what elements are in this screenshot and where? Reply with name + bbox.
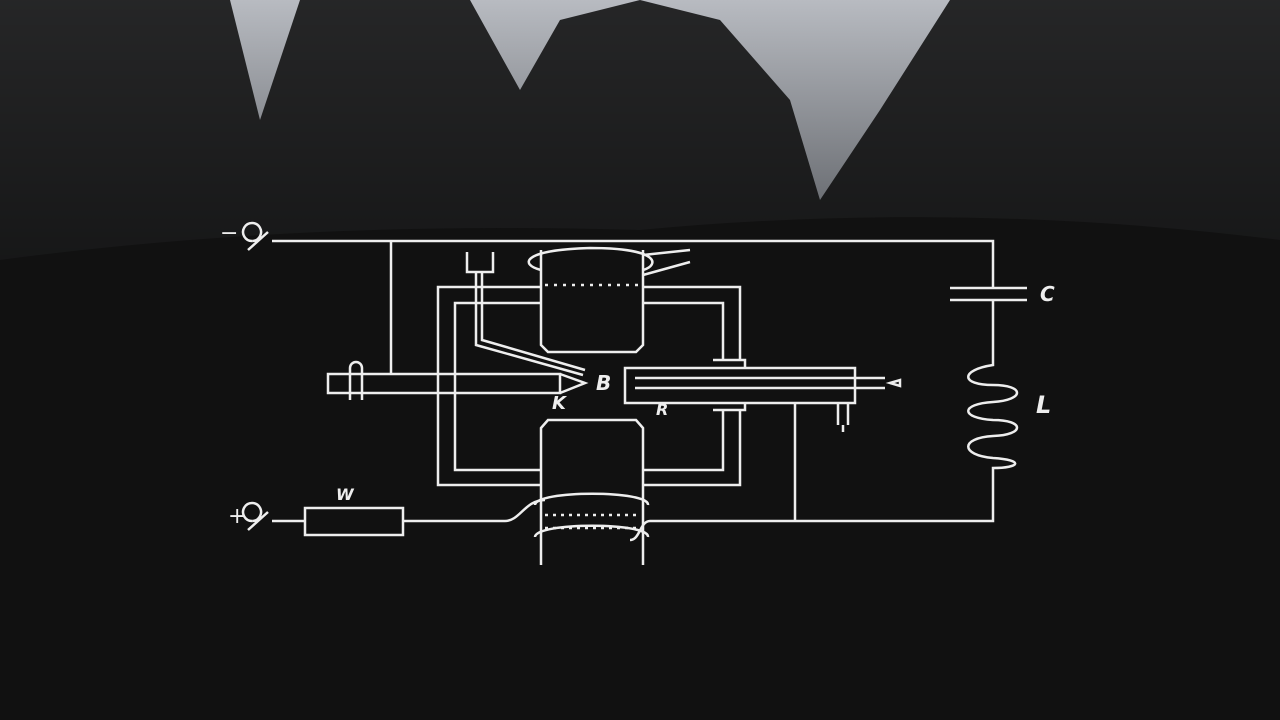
cathode-rod (326, 372, 562, 395)
terminal-negative-label: − (220, 221, 239, 246)
gas-cup (465, 252, 495, 274)
capacitor-plates (950, 286, 1027, 302)
magnet-yoke (436, 285, 742, 487)
resistor-label: W (336, 485, 354, 504)
top-wire (272, 239, 995, 288)
circuit-lines (241, 221, 1027, 565)
terminal-positive-post (241, 501, 269, 531)
arc-gap-label: B (596, 371, 612, 395)
anode-tube (623, 366, 857, 405)
inductor-label: L (1036, 391, 1052, 419)
cathode-label: K (552, 393, 566, 414)
upper-magnet-core (539, 250, 645, 354)
terminal-positive-label: + (228, 504, 247, 529)
inductor-coil (629, 300, 1018, 542)
capacitor-label: C (1040, 282, 1055, 306)
lower-magnet-core (539, 418, 645, 565)
resistor-w (303, 506, 405, 537)
cathode-clamp (348, 360, 364, 400)
anode-label: R (656, 400, 669, 419)
terminal-negative-post (241, 221, 269, 251)
